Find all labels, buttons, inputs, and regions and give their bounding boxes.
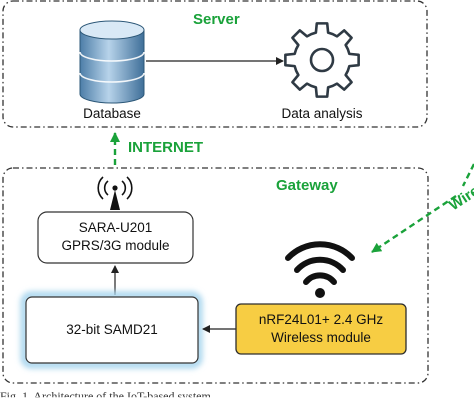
samd21-label: 32-bit SAMD21 [66,322,158,337]
sara-module-box [37,211,194,264]
wireless-arrow-lower [371,195,457,253]
samd21-box [25,296,199,364]
internet-label: INTERNET [128,139,203,156]
data-analysis-label: Data analysis [281,106,363,121]
nrf-module-label: nRF24L01+ 2.4 GHz Wireless module [236,311,406,347]
server-group-border [2,0,428,128]
cell-antenna-icon [97,176,133,210]
nrf-module-type: Wireless module [271,330,371,345]
wireless-arrow [461,163,474,187]
figure-caption: Fig. 1. Architecture of the IoT-based sy… [0,389,211,403]
gear-icon [284,22,360,98]
server-title: Server [193,11,240,28]
database-label: Database [83,106,141,121]
sara-module-name: SARA-U201 [78,220,153,235]
wifi-icon [285,241,355,298]
nrf-module-name: nRF24L01+ 2.4 GHz [258,312,384,327]
sara-module-label: SARA-U201 GPRS/3G module [38,219,193,255]
nrf-module-box [235,303,407,355]
gateway-title: Gateway [276,177,338,194]
sara-module-type: GPRS/3G module [61,238,170,253]
database-icon [79,20,145,104]
gateway-group-border [2,167,429,384]
